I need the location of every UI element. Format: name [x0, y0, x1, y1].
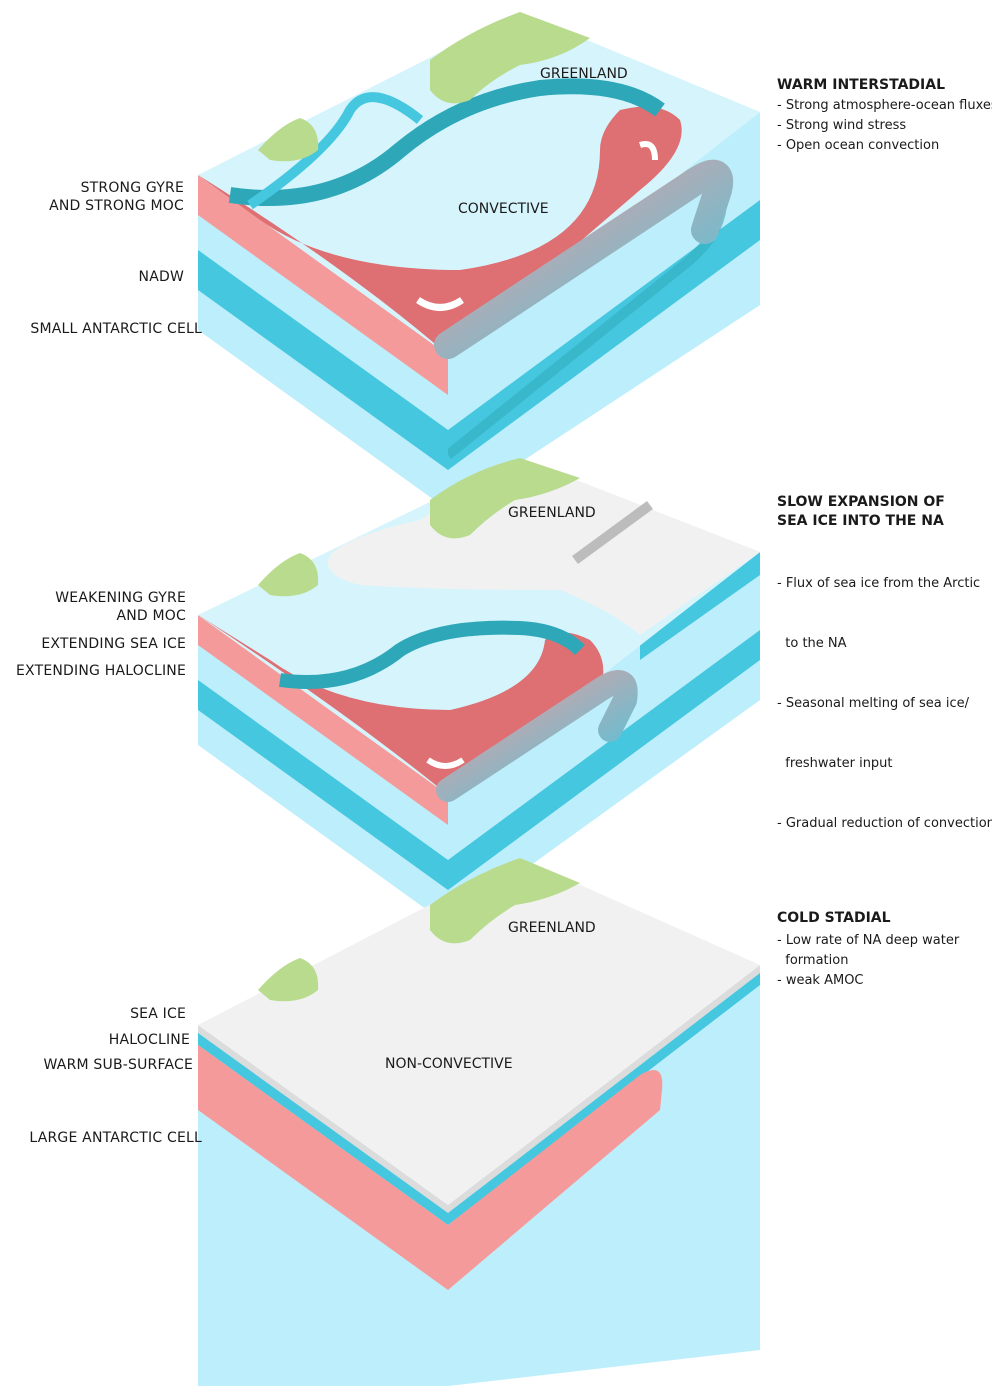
- label-small-antarctic-cell: SMALL ANTARCTIC CELL: [30, 321, 202, 337]
- label-nadw: NADW: [138, 269, 184, 285]
- block-warm-interstadial: GREENLAND CONVECTIVE: [198, 12, 760, 510]
- sea-ice-tongue: [328, 458, 760, 635]
- label-extending-halocline: EXTENDING HALOCLINE: [16, 663, 186, 679]
- bullet: - Strong atmosphere-ocean fluxes: [777, 98, 992, 113]
- center-label-1: CONVECTIVE: [458, 201, 549, 217]
- greenland-land: [430, 858, 580, 944]
- arctic-ice-flux-arrow: [572, 500, 653, 565]
- warm-tube: [436, 670, 638, 802]
- halocline-layer: [640, 552, 760, 660]
- greenland-label-2: GREENLAND: [508, 505, 596, 521]
- bullet: - Seasonal melting of sea ice/: [777, 696, 969, 711]
- gyre-current: [228, 78, 665, 206]
- label-strong-moc: AND STRONG MOC: [49, 198, 184, 214]
- label-extending-sea-ice: EXTENDING SEA ICE: [41, 636, 186, 652]
- warm-tube: [434, 159, 734, 359]
- block-cold-stadial: GREENLAND NON-CONVECTIVE: [198, 858, 760, 1386]
- nadw-layer: [198, 680, 448, 890]
- panel2-title-2: SEA ICE INTO THE NA: [777, 513, 944, 529]
- bullet: freshwater input: [777, 756, 893, 771]
- warm-layer: [198, 615, 448, 825]
- top-surface: [198, 858, 760, 1205]
- warm-layer: [198, 175, 448, 395]
- label-weakening-gyre: WEAKENING GYRE: [55, 590, 186, 606]
- label-warm-subsurface: WARM SUB-SURFACE: [43, 1057, 193, 1073]
- bullet: - weak AMOC: [777, 973, 864, 988]
- convection-arrow: [426, 757, 465, 769]
- panel1-bullets: - Strong atmosphere-ocean fluxes - Stron…: [777, 96, 992, 156]
- halocline-layer: [198, 1033, 448, 1225]
- gyre-branch: [247, 92, 424, 210]
- greenland-land: [430, 458, 580, 539]
- panel1-title: WARM INTERSTADIAL: [777, 77, 946, 93]
- bullet: - Open ocean convection: [777, 138, 940, 153]
- nadw-layer-right: [448, 630, 760, 890]
- panel2-bullets: - Flux of sea ice from the Arctic to the…: [777, 534, 992, 854]
- label-and-moc: AND MOC: [116, 608, 186, 624]
- right-face: [448, 965, 760, 1386]
- label-strong-gyre: STRONG GYRE: [80, 180, 184, 196]
- convection-arrow: [416, 297, 464, 311]
- nadw-layer: [198, 250, 448, 470]
- land-west: [258, 958, 319, 1002]
- greenland-label-3: GREENLAND: [508, 920, 596, 936]
- halocline-layer-right: [448, 973, 760, 1225]
- label-halocline: HALOCLINE: [108, 1032, 190, 1048]
- bullet: - Flux of sea ice from the Arctic: [777, 576, 981, 591]
- land-west: [258, 553, 319, 597]
- label-large-antarctic-cell: LARGE ANTARCTIC CELL: [29, 1130, 202, 1146]
- land-west: [258, 118, 319, 162]
- bullet: - Low rate of NA deep water: [777, 933, 960, 948]
- gyre-current: [279, 620, 585, 689]
- center-label-3: NON-CONVECTIVE: [385, 1056, 513, 1072]
- bullet: to the NA: [777, 636, 847, 651]
- bullet: formation: [777, 953, 849, 968]
- greenland-land: [430, 12, 590, 104]
- panel3-title: COLD STADIAL: [777, 910, 891, 926]
- bullet: - Gradual reduction of convection: [777, 816, 992, 831]
- block-sea-ice-expansion: GREENLAND: [198, 458, 760, 925]
- warm-subsurface-layer: [198, 1045, 448, 1290]
- label-sea-ice: SEA ICE: [130, 1006, 186, 1022]
- convection-arrow-2: [639, 141, 658, 161]
- sea-ice-layer-right: [448, 965, 760, 1213]
- greenland-label-1: GREENLAND: [540, 66, 628, 82]
- bullet: - Strong wind stress: [777, 118, 907, 133]
- sea-ice-layer: [198, 1025, 448, 1213]
- warm-subsurface-tongue: [448, 1070, 663, 1290]
- panel3-bullets: - Low rate of NA deep water formation - …: [777, 931, 959, 991]
- panel2-title-1: SLOW EXPANSION OF: [777, 494, 945, 510]
